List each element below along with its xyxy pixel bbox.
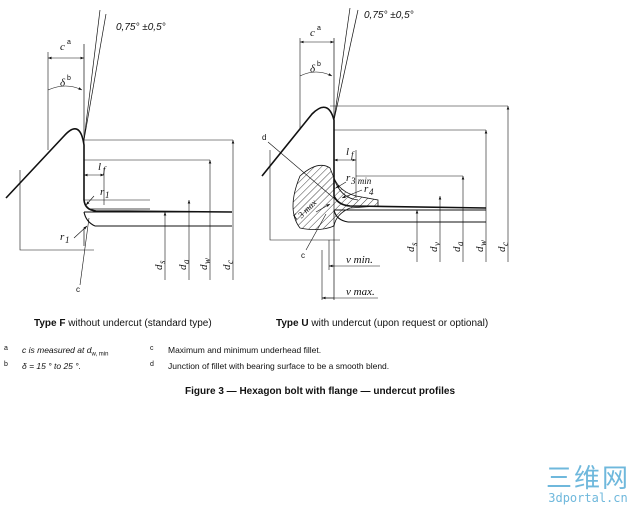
footnote-b-mark: b — [4, 361, 8, 368]
ref-a-f: a — [67, 39, 71, 46]
type-u-labels: 0,75° ±0,5° c a δ b d l f r 3 min r 4 r3… — [262, 10, 510, 298]
label-r1b-sub-f: 1 — [65, 235, 70, 245]
label-lf-f: l — [98, 161, 101, 173]
note-d-u: d — [262, 133, 266, 142]
type-f-profile — [5, 9, 235, 286]
caption-type-u-text: with undercut (upon request or optional) — [311, 318, 489, 329]
label-dv-u: d — [428, 246, 440, 252]
type-f-labels: 0,75° ±0,5° c a δ b l f r 1 r 1 c ds da … — [60, 22, 235, 294]
label-da-u: d — [451, 246, 463, 252]
label-r3min-sub-u: 3 min — [350, 176, 372, 186]
watermark-url: 3dportal.cn — [548, 491, 628, 505]
caption-type-u: Type U with undercut (upon request or op… — [276, 318, 488, 329]
label-dw-u: d — [474, 246, 486, 252]
label-ds-sub-f: s — [157, 260, 167, 264]
draft-angle-label-u: 0,75° ±0,5° — [364, 10, 414, 21]
label-lf-sub-f: f — [103, 165, 107, 175]
footnote-c-text: Maximum and minimum underhead fillet. — [168, 345, 322, 355]
label-lf-sub-u: f — [351, 150, 355, 160]
ref-b-f: b — [67, 75, 71, 82]
label-dw-f: d — [198, 264, 210, 270]
label-c-u: c — [310, 27, 315, 39]
footnote-a-sub: w, min — [91, 351, 109, 358]
label-da-sub-f: a — [181, 259, 191, 264]
figure-title: Figure 3 — Hexagon bolt with flange — un… — [184, 386, 456, 397]
footnote-a-mark: a — [4, 345, 8, 352]
label-da-sub-u: a — [455, 241, 465, 246]
label-dv-sub-u: v — [432, 242, 442, 246]
label-r1b-f: r — [60, 231, 65, 243]
note-c-f: c — [76, 285, 80, 294]
footnote-d-mark: d — [150, 361, 154, 368]
ref-b-u: b — [317, 61, 321, 68]
label-vmax: v max. — [346, 286, 375, 298]
label-c-f: c — [60, 41, 65, 53]
label-dc-sub-f: c — [225, 260, 235, 264]
footnote-c-mark: c — [150, 345, 154, 352]
label-delta-u: δ — [310, 63, 316, 75]
type-u-profile — [261, 7, 510, 300]
footnote-c: c Maximum and minimum underhead fillet. — [150, 345, 321, 355]
caption-type-f-title: Type F — [34, 318, 66, 329]
label-r3min-u: r — [346, 172, 351, 184]
label-dc-f: d — [221, 264, 233, 270]
label-dc-sub-u: c — [500, 242, 510, 246]
label-dw-sub-u: w — [478, 240, 488, 246]
footnote-b-text: δ = 15 ° to 25 °. — [22, 361, 82, 371]
caption-type-f-text: without undercut (standard type) — [68, 318, 212, 329]
label-r4-sub-u: 4 — [369, 187, 374, 197]
note-c-u: c — [301, 251, 305, 260]
watermark-cn: 三维网 — [545, 464, 630, 494]
label-vmin: v min. — [346, 254, 373, 266]
label-da-f: d — [177, 264, 189, 270]
ref-a-u: a — [317, 25, 321, 32]
footnote-d-text: Junction of fillet with bearing surface … — [168, 361, 390, 371]
label-ds-f: d — [153, 264, 165, 270]
label-delta-f: δ — [60, 77, 66, 89]
footnote-a-text: c is measured at d — [22, 345, 92, 355]
watermark-logo: 三维网 3dportal.cn — [546, 458, 630, 505]
label-dc-u: d — [496, 246, 508, 252]
label-ds-sub-u: s — [409, 242, 419, 246]
footnote-d: d Junction of fillet with bearing surface… — [150, 361, 389, 371]
caption-type-u-title: Type U — [276, 318, 309, 329]
label-r1a-f: r — [100, 186, 105, 198]
caption-type-f: Type F without undercut (standard type) — [34, 318, 212, 329]
label-ds-u: d — [405, 246, 417, 252]
footnote-a: a c is measured at dw, min — [4, 345, 108, 358]
label-r4-u: r — [364, 183, 369, 195]
footnote-b: b δ = 15 ° to 25 °. — [4, 361, 81, 371]
label-dw-sub-f: w — [202, 258, 212, 264]
label-r1a-sub-f: 1 — [105, 190, 110, 200]
draft-angle-label-f: 0,75° ±0,5° — [116, 22, 166, 33]
label-lf-u: l — [346, 146, 349, 158]
